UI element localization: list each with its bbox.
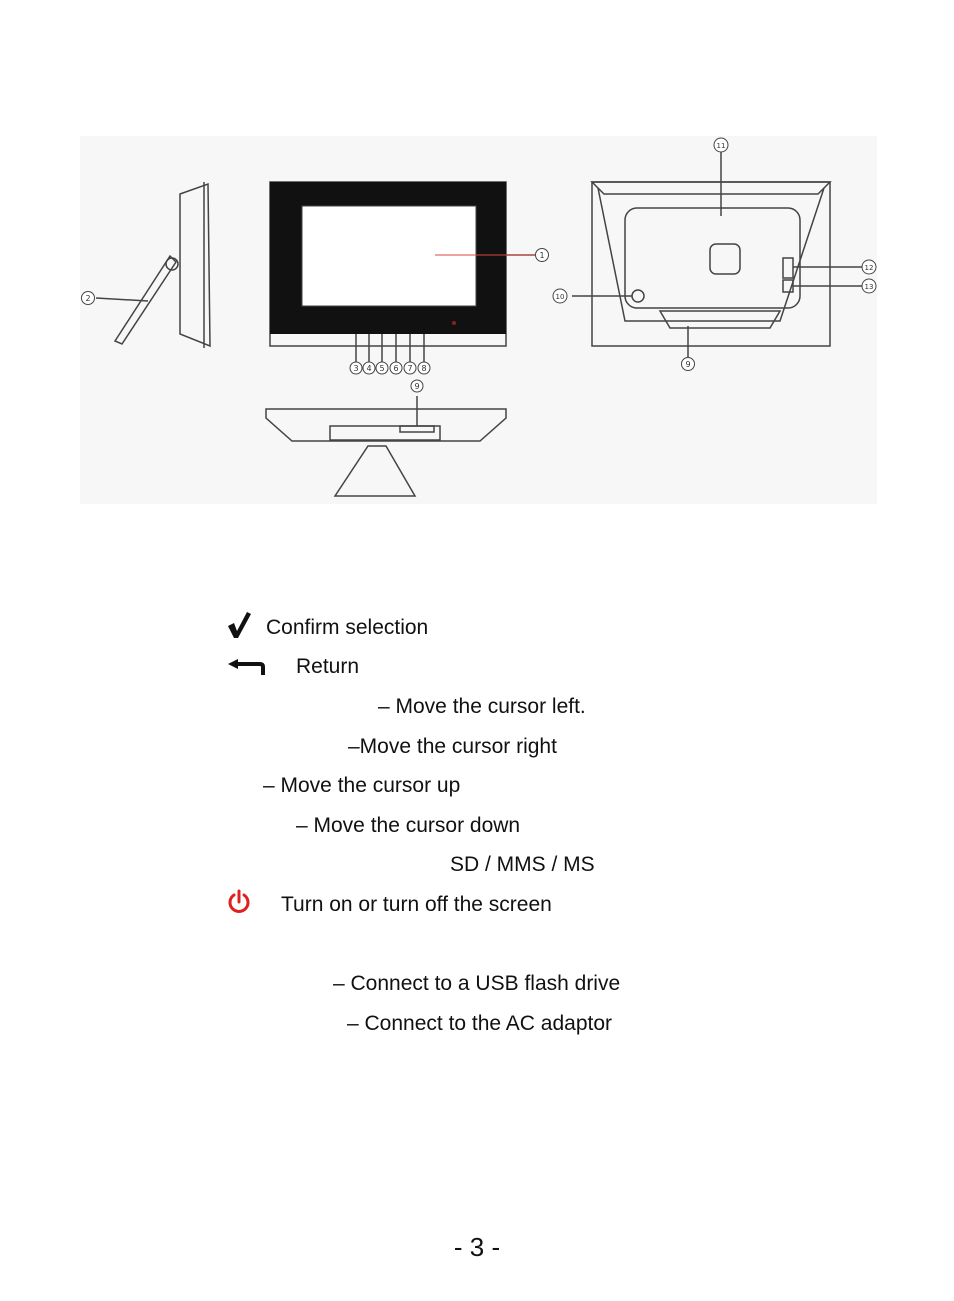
callout-10: 10 <box>556 293 565 301</box>
back-panel <box>624 207 801 309</box>
callout-5: 5 <box>379 364 384 373</box>
legend-usb: – Connect to a USB flash drive <box>333 972 621 995</box>
legend-card-slot: SD / MMS / MS <box>450 853 595 876</box>
screen <box>301 205 477 307</box>
callout-9-bottom: 9 <box>414 382 419 391</box>
legend-confirm: Confirm selection <box>266 616 429 639</box>
callout-3: 3 <box>353 364 358 373</box>
callout-13: 13 <box>865 283 874 291</box>
return-arrow-icon <box>228 659 265 675</box>
legend-ac-adaptor: – Connect to the AC adaptor <box>347 1012 613 1035</box>
callout-6: 6 <box>393 364 398 373</box>
callout-2: 2 <box>85 294 90 303</box>
power-icon <box>228 889 250 913</box>
legend-return: Return <box>296 655 360 678</box>
photo-frame-diagram: 1 2 3 4 5 6 7 8 9 9 10 11 12 13 <box>81 137 877 497</box>
checkmark-icon <box>228 612 251 638</box>
legend-cursor-down: – Move the cursor down <box>296 814 521 837</box>
legend-power: Turn on or turn off the screen <box>281 893 552 916</box>
dc-port <box>631 289 645 303</box>
callout-7: 7 <box>407 364 412 373</box>
side-view-frame <box>179 182 211 348</box>
callout-4: 4 <box>366 364 371 373</box>
bottom-view-stand <box>333 445 417 497</box>
bottom-view-frame <box>265 408 507 442</box>
callout-9-back: 9 <box>685 360 690 369</box>
callout-11: 11 <box>717 142 726 150</box>
side-view-stand <box>113 254 177 345</box>
callout-8: 8 <box>421 364 426 373</box>
callout-12: 12 <box>865 264 874 272</box>
wall-mount-hole <box>709 243 741 275</box>
product-diagram: 1 2 3 4 5 6 7 8 9 9 10 11 12 13 <box>80 136 877 504</box>
legend-cursor-left: – Move the cursor left. <box>378 695 586 718</box>
callout-1: 1 <box>539 251 544 260</box>
usb-port <box>782 257 794 279</box>
page-number: - 3 - <box>453 1232 501 1262</box>
legend-cursor-up: – Move the cursor up <box>263 774 461 797</box>
legend-cursor-right: –Move the cursor right <box>348 735 557 758</box>
